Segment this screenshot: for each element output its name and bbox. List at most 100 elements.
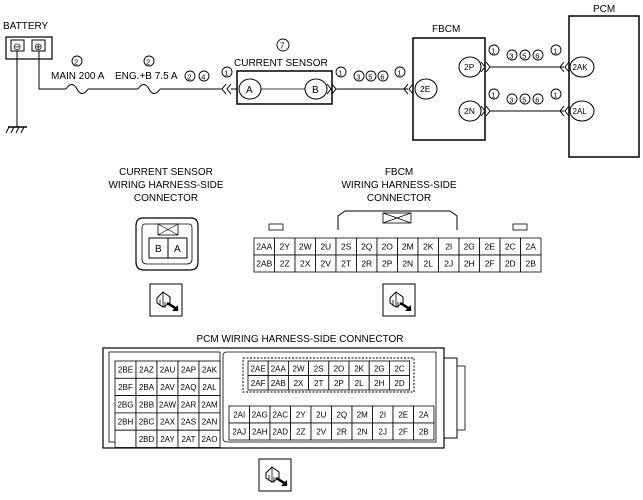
pin-label: 2M [357,411,368,420]
current-sensor-conn-title-2: WIRING HARNESS-SIDE [108,180,223,191]
pin-label: 2D [505,259,516,269]
pin-label: 2AF [251,379,266,388]
pin-label: 2AW [159,400,176,409]
current-sensor-conn-title-3: CONNECTOR [134,193,198,204]
pin-label: 2R [337,428,347,437]
pin-label: 2AP [181,366,196,375]
svg-text:2: 2 [187,72,191,81]
pin-label: 2T [341,259,351,269]
pin-label: 2Z [296,428,305,437]
pcm-terminal-2ak [569,56,595,78]
pin-label: 2F [485,259,495,269]
svg-text:3: 3 [356,72,360,81]
pin-label: 2K [354,364,364,373]
pin-label: 2W [299,242,312,252]
pcm-label: PCM [593,4,615,15]
svg-text:2N: 2N [464,106,475,116]
svg-text:2: 2 [146,58,150,67]
pin-cell [520,254,542,273]
pin-label: 2D [394,379,404,388]
pin-label: 2H [464,259,475,269]
svg-text:5: 5 [522,51,526,60]
svg-text:1: 1 [338,68,342,77]
battery-label: BATTERY [3,21,49,32]
pin-label: 2AS [181,418,196,427]
pin-label: 2M [402,242,414,252]
pin-label: 2K [423,242,434,252]
pin-label: 2Q [361,242,373,252]
pin-label: 2AE [251,364,266,373]
svg-text:4: 4 [201,72,205,81]
pin-label: 2AB [271,379,286,388]
pin-label: 2U [320,242,331,252]
svg-text:3: 3 [509,95,513,104]
svg-text:1: 1 [397,68,401,77]
fbcm-terminal-2n [458,100,482,122]
pin-label: 2N [357,428,367,437]
fbcm-terminal-2p [458,56,482,78]
fbcm-terminal-2e [414,78,438,100]
pin-label: 2AH [252,428,268,437]
pin-label: 2BA [139,383,155,392]
fbcm-conn-title-3: CONNECTOR [367,193,431,204]
pin-label: 2V [316,428,326,437]
pin-label: 2I [445,242,452,252]
pin-label: 2A [526,242,537,252]
svg-text:6: 6 [535,95,539,104]
pin-label: 2AT [181,435,195,444]
pin-label: 2A [419,411,429,420]
pin-label: 2L [355,379,364,388]
pin-label: 2N [402,259,413,269]
pin-label: 2G [374,364,385,373]
pin-cell [114,429,137,448]
pin-label: 2X [300,259,311,269]
svg-text:2P: 2P [464,62,475,72]
pin-label: 2AK [202,366,218,375]
connector-view-icon [381,282,417,318]
pin-label: 2AB [256,259,272,269]
svg-text:1: 1 [491,90,495,99]
pin-label: 2B [526,259,537,269]
svg-text:A: A [246,85,253,96]
pin-label: 2Q [336,411,347,420]
pin-label: 2L [424,259,434,269]
main-fuse-icon [65,84,89,94]
pin-label: 2AJ [232,428,246,437]
pin-label: 2C [394,364,404,373]
pin-label: 2BF [118,383,133,392]
pin-label: 2R [361,259,372,269]
pin-label: 2G [464,242,475,252]
pin-label: 2T [314,379,323,388]
pin-label: 2U [316,411,326,420]
svg-text:2AK: 2AK [573,63,589,72]
pin-label: 2W [293,364,305,373]
pin-label: 2BE [118,366,133,375]
current-sensor-pin: B [155,244,162,255]
current-sensor-connector: B A [135,217,199,271]
pcm-terminal-2al [569,100,595,122]
pin-label: 2O [334,364,345,373]
pin-label: 2AM [201,400,218,409]
pin-label: 2O [382,242,394,252]
current-sensor-pin: A [174,244,181,255]
pin-label: 2S [314,364,324,373]
pin-label: 2F [399,428,408,437]
svg-text:1: 1 [553,90,557,99]
pin-label: 2AI [233,411,245,420]
pin-label: 2Y [280,242,291,252]
main-fuse-label: MAIN 200 A [51,71,105,82]
svg-text:7: 7 [280,42,285,51]
pin-label: 2H [374,379,384,388]
svg-text:6: 6 [380,72,384,81]
current-sensor-label: CURRENT SENSOR [234,58,328,69]
pin-label: 2BC [139,418,155,427]
svg-text:B: B [312,85,319,96]
pin-label: 2P [334,379,344,388]
pin-label: 2AC [272,411,288,420]
pin-label: 2AA [271,364,287,373]
pin-label: 2J [379,428,387,437]
pin-label: 2AU [160,366,176,375]
pin-label: 2BG [117,400,133,409]
fbcm-conn-title-1: FBCM [385,167,413,178]
